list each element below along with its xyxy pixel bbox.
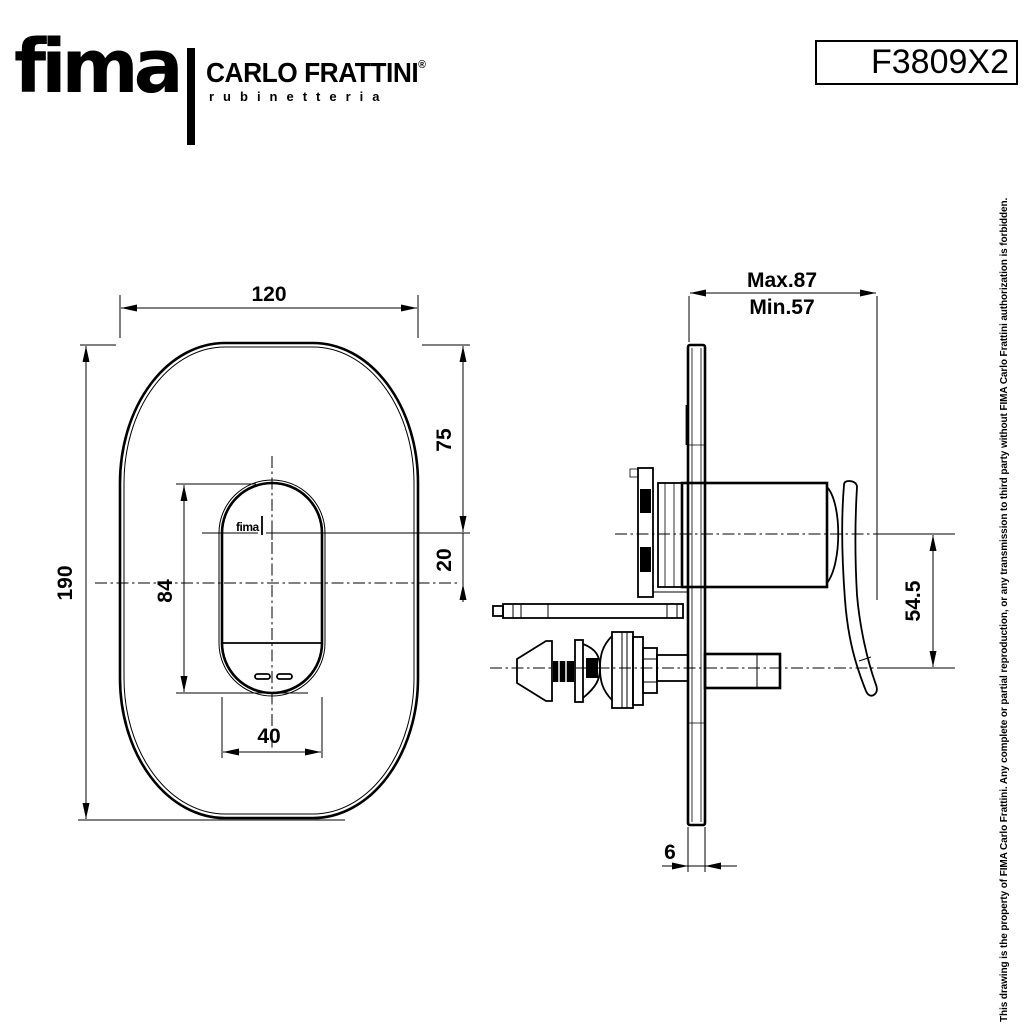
lever-tip-line xyxy=(858,656,872,662)
dim-handle-width: 40 xyxy=(221,697,323,758)
plate-outline xyxy=(118,341,420,820)
cartridge-rings xyxy=(657,482,683,588)
indicator-slot-right xyxy=(276,673,293,680)
model-code: F3809X2 xyxy=(871,43,1009,81)
dim-label-75: 75 xyxy=(433,428,456,452)
handle-hub-dome xyxy=(826,486,840,584)
dim-label-84: 84 xyxy=(154,579,177,603)
logo-divider-bar xyxy=(187,48,195,145)
side-view: Max.87 Min.57 54.5 6 xyxy=(490,269,955,872)
spool-coil xyxy=(586,658,598,678)
brand-name-text: CARLO FRATTINI xyxy=(206,57,419,88)
diverter-cap-ring xyxy=(632,636,644,706)
diverter-stub xyxy=(703,652,782,690)
wall-plate-side xyxy=(686,343,707,827)
dim-axis-offset: 20 xyxy=(433,533,467,602)
valve-body-cylinder xyxy=(680,481,829,589)
bracket-notch xyxy=(629,468,639,478)
lever-handle xyxy=(841,480,878,697)
dim-label-min57: Min.57 xyxy=(749,296,814,319)
plate-inner-contour xyxy=(123,346,415,815)
dim-label-6: 6 xyxy=(664,841,676,864)
dim-plate-height: 190 xyxy=(54,344,345,821)
dim-axis-distance: 54.5 xyxy=(885,533,955,669)
diverter-thread-stem xyxy=(553,661,574,682)
front-view: fima 120 190 xyxy=(54,283,470,821)
inlet-pipe-cap xyxy=(492,605,504,617)
diverter-stem xyxy=(656,654,689,682)
dim-top-to-axis: 75 xyxy=(422,344,470,532)
mounting-bracket xyxy=(637,467,654,598)
dim-plate-thickness: 6 xyxy=(662,827,737,872)
plate-logo-mark: fima xyxy=(236,520,260,534)
diverter-knob xyxy=(516,640,553,702)
dim-label-120: 120 xyxy=(251,283,286,306)
model-code-box: F3809X2 xyxy=(815,40,1018,85)
dim-projection: Max.87 Min.57 xyxy=(688,269,878,600)
dim-label-54-5: 54.5 xyxy=(902,580,925,621)
thread-band-lower xyxy=(640,547,651,572)
diverter-assembly xyxy=(516,631,689,709)
fima-logo: fima xyxy=(14,24,184,110)
dim-label-max87: Max.87 xyxy=(747,269,817,292)
thread-band-upper xyxy=(640,489,651,513)
dim-label-40: 40 xyxy=(257,725,280,748)
brand-name: CARLO FRATTINI® xyxy=(206,57,426,89)
brand-tagline: rubinetteria xyxy=(209,89,389,104)
dim-label-190: 190 xyxy=(54,565,77,600)
diverter-nut xyxy=(642,647,658,694)
inlet-pipe xyxy=(502,603,684,619)
dim-plate-width: 120 xyxy=(119,283,419,338)
diverter-ring-stack xyxy=(574,639,584,703)
dim-handle-height: 84 xyxy=(154,483,308,694)
dim-label-20: 20 xyxy=(433,548,456,571)
indicator-slot-left xyxy=(254,673,271,680)
registered-mark: ® xyxy=(418,59,426,71)
handle-cutout-outer-contour xyxy=(218,479,326,697)
spool-right-profile xyxy=(599,635,613,701)
